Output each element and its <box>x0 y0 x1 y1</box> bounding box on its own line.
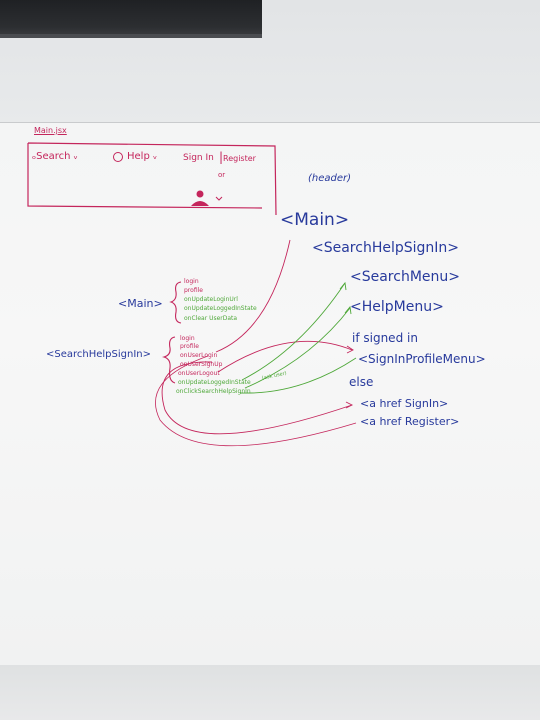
tree-else: else <box>349 375 374 389</box>
mock-divider: | <box>219 150 224 164</box>
shs-prop-item: onUserLogin <box>180 352 218 359</box>
main-prop-item: login <box>184 278 199 285</box>
main-prop-item: profile <box>184 287 203 294</box>
help-circle-icon <box>113 152 123 162</box>
green-arrow-search-menu <box>241 282 346 381</box>
shs-props-label: <SearchHelpSignIn> <box>46 349 152 360</box>
tree-register-link: <a href Register> <box>360 415 460 428</box>
mock-help-label: Help ᵥ <box>127 151 158 162</box>
mock-register-label: Register <box>223 154 256 163</box>
main-prop-item: onUpdateLoginUrl <box>184 296 238 303</box>
main-props-brace <box>169 281 182 324</box>
shs-prop-item: onUserLogout <box>178 370 220 377</box>
shs-props-brace <box>162 336 176 384</box>
tree-search-menu: <SearchMenu> <box>350 269 460 285</box>
shs-prop-item: onUserSignUp <box>180 361 223 368</box>
shs-prop-item: login <box>180 335 195 342</box>
tree-sign-in-link: <a href SignIn> <box>360 397 449 410</box>
green-arrow-help-menu <box>244 307 351 389</box>
red-arrow-main <box>215 239 291 353</box>
tree-help-menu: <HelpMenu> <box>350 299 444 315</box>
red-arrow-signin-loop <box>161 361 353 435</box>
tree-main: <Main> <box>280 210 350 230</box>
file-label: Main.jsx <box>34 126 67 135</box>
chevron-down-icon: ᵥ <box>149 151 158 162</box>
tree-search-help-sign-in: <SearchHelpSignIn> <box>312 240 460 256</box>
red-arrow-profile-menu <box>217 340 353 373</box>
search-icon: ₒ <box>32 151 37 162</box>
whiteboard-mount-bar <box>0 0 262 38</box>
shs-prop-item: onClickSearchHelpSignIn <box>176 388 251 395</box>
mock-sign-in-label: Sign In <box>183 153 214 163</box>
chevron-down-icon: ᵥ <box>70 151 78 162</box>
header-mock-box <box>27 142 277 216</box>
main-prop-item: onUpdateLoggedInState <box>184 305 257 312</box>
main-prop-item: onClear UserData <box>184 315 238 322</box>
tree-profile-menu: <SignInProfileMenu> <box>358 352 486 366</box>
mock-search-label: ₒSearch ᵥ <box>32 151 78 162</box>
lower-wall <box>0 665 540 720</box>
mock-or-label: or <box>218 171 226 179</box>
red-arrow-register-loop <box>155 355 357 447</box>
shs-prop-item: onUpdateLoggedInState <box>178 379 251 386</box>
header-note: (header) <box>308 173 352 184</box>
shs-prop-item: profile <box>180 343 199 350</box>
avatar-icon <box>191 190 223 206</box>
green-arrow-signin <box>239 357 357 394</box>
tree-if-signed-in: if signed in <box>352 331 418 345</box>
main-props-label: <Main> <box>118 297 163 310</box>
whiteboard-surface <box>0 122 540 666</box>
